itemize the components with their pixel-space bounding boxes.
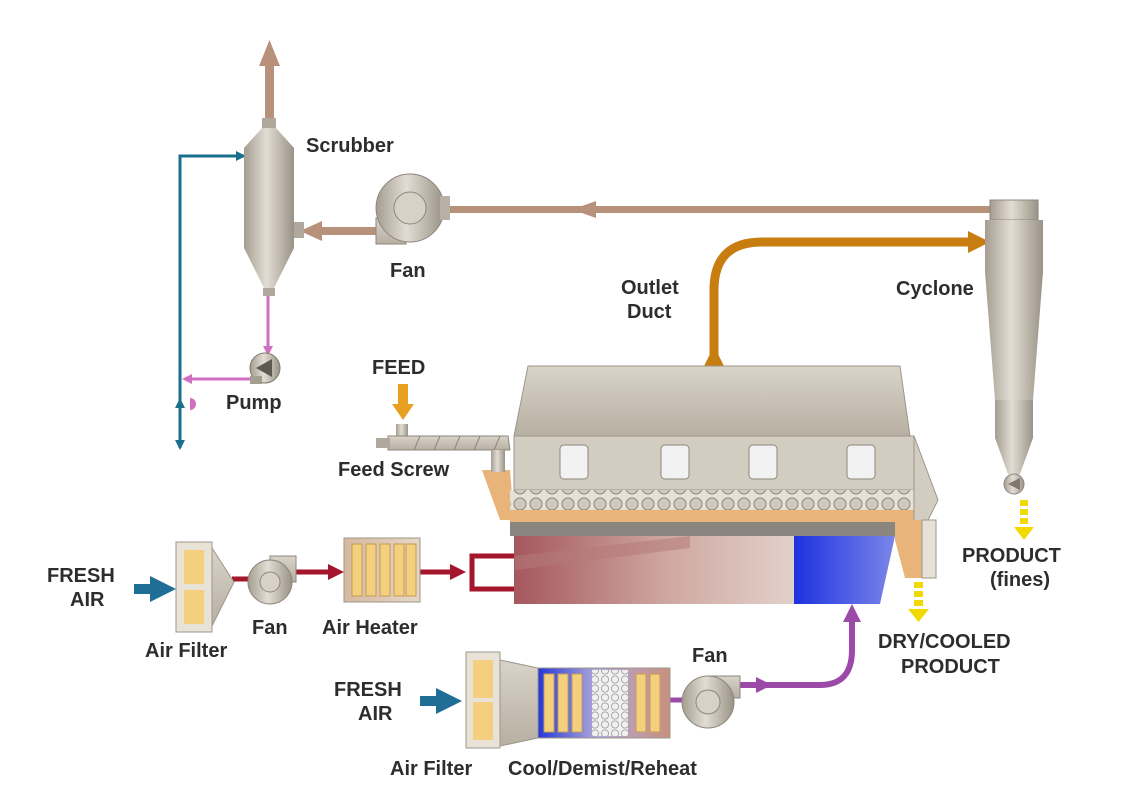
feed-screw-label: Feed Screw: [338, 459, 450, 481]
feed-arrow: [392, 384, 414, 420]
fan-supply-2-label: Fan: [692, 645, 728, 667]
fresh-air-1-label-line2: AIR: [70, 589, 105, 611]
cool-demist-reheat-unit: [537, 667, 671, 739]
product-fines-label-line1: PRODUCT: [962, 545, 1061, 567]
outlet-duct: [704, 231, 990, 366]
fan-supply-1-label: Fan: [252, 617, 288, 639]
fines-product-arrow: [1014, 500, 1034, 540]
cyclone-label: Cyclone: [896, 278, 974, 300]
hot-air-line: [232, 553, 515, 592]
exhaust-line-cyclone-to-fan: [445, 201, 995, 218]
sight-windows: [559, 444, 876, 480]
outlet-duct-label-line1: Outlet: [621, 277, 679, 299]
outlet-duct-label-line2: Duct: [627, 301, 672, 323]
fan-supply-2: [681, 675, 741, 729]
air-heater: [343, 537, 421, 603]
exhaust-line-fan-to-scrubber: [300, 221, 378, 241]
pump: [249, 352, 281, 384]
product-fines-label-line2: (fines): [990, 569, 1050, 591]
fresh-air-1-label-line1: FRESH: [47, 565, 115, 587]
fresh-air-2-label-line1: FRESH: [334, 679, 402, 701]
fresh-air-arrow-1: [134, 576, 176, 602]
air-filter-1: [175, 541, 235, 633]
cool-demist-reheat-label: Cool/Demist/Reheat: [508, 758, 697, 780]
water-recirculation-line: [175, 151, 246, 450]
dry-cooled-product-label-line1: DRY/COOLED: [878, 631, 1011, 653]
feed-label: FEED: [372, 357, 425, 379]
air-heater-label: Air Heater: [322, 617, 418, 639]
fluid-bed-dryer: [482, 365, 939, 604]
fan-supply-1: [247, 555, 297, 605]
dry-product-arrow: [908, 582, 929, 622]
air-filter-2-label: Air Filter: [390, 758, 472, 780]
fan-exhaust: [375, 173, 450, 245]
pump-label: Pump: [226, 392, 282, 414]
scrubber-vent-arrow: [259, 40, 280, 118]
air-filter-2: [465, 651, 539, 749]
fresh-air-2-label-line2: AIR: [358, 703, 393, 725]
air-filter-1-label: Air Filter: [145, 640, 227, 662]
fresh-air-arrow-2: [420, 688, 462, 714]
cyclone: [985, 199, 1043, 495]
dry-cooled-product-label-line2: PRODUCT: [901, 656, 1000, 678]
feed-screw: [376, 424, 511, 472]
fan-exhaust-label: Fan: [390, 260, 426, 282]
scrubber: [244, 118, 304, 296]
scrubber-label: Scrubber: [306, 135, 394, 157]
pump-line: [182, 295, 273, 384]
